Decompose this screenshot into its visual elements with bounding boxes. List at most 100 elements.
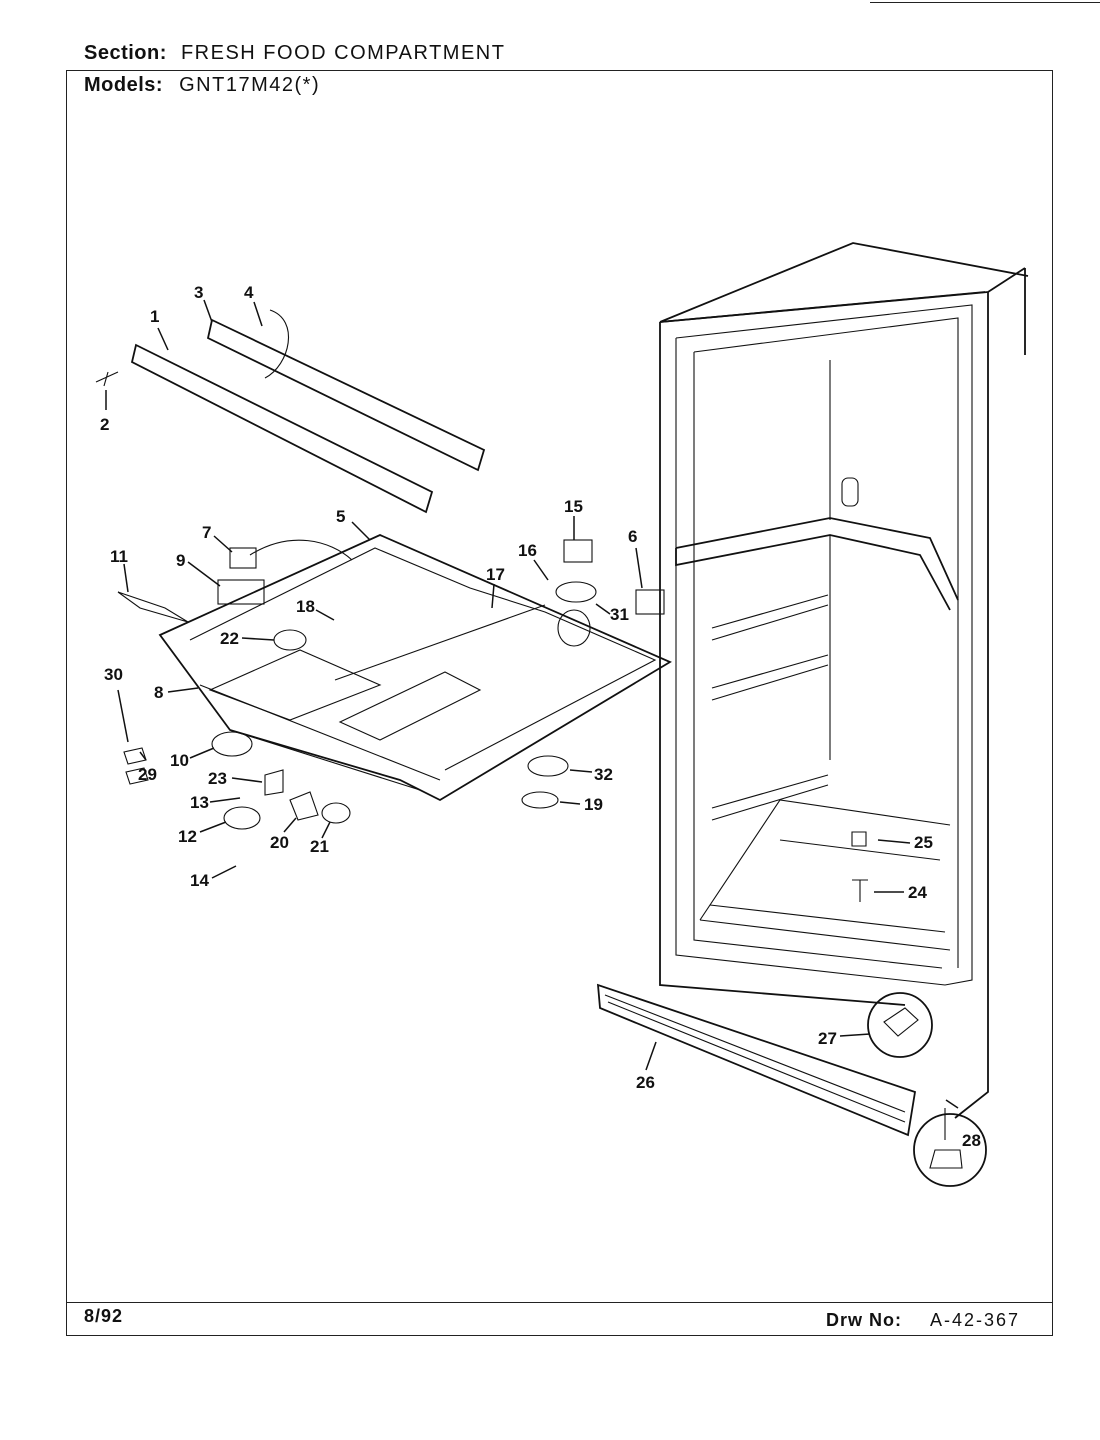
part-10-shape <box>211 731 253 757</box>
part-21-shape <box>321 802 351 824</box>
footer-drawing-number: Drw No: A-42-367 <box>826 1310 1020 1331</box>
leader-5 <box>351 521 371 541</box>
leader-31 <box>595 603 611 615</box>
callout-27: 27 <box>818 1029 837 1048</box>
cabinet-front-frame <box>659 291 986 1006</box>
callout-16: 16 <box>518 541 537 560</box>
wire-4 <box>264 309 290 379</box>
callout-23: 23 <box>208 769 227 788</box>
tray-inner <box>189 547 657 771</box>
leveler-detail-circle <box>913 1113 987 1187</box>
cabinet-front-frame-inner <box>675 304 973 986</box>
cover-tray-drawing <box>117 534 868 902</box>
leader-9 <box>187 561 221 587</box>
leader-16 <box>533 559 549 581</box>
part-29-shape <box>125 767 149 785</box>
leader-20 <box>283 817 297 833</box>
callout-8: 8 <box>154 683 163 702</box>
wire-7 <box>249 539 353 561</box>
callout-7: 7 <box>202 523 211 542</box>
clip-detail <box>883 1007 919 1037</box>
leader-11 <box>123 563 129 593</box>
leader-1 <box>157 327 169 351</box>
leader-32 <box>569 769 593 773</box>
drawing-label: Drw No: <box>826 1310 902 1330</box>
leader-3 <box>203 299 213 323</box>
shelf-rail-2 <box>711 654 829 701</box>
leveler-detail <box>929 1108 963 1169</box>
part-31-base <box>557 609 591 647</box>
shelf-rail-3 <box>711 774 829 821</box>
leader-4 <box>253 301 263 327</box>
leader-22 <box>241 637 275 641</box>
section-label: Section: <box>84 42 167 64</box>
leader-10 <box>189 747 215 759</box>
callout-24: 24 <box>908 883 927 902</box>
leader-17 <box>491 583 495 609</box>
housing-left <box>208 649 382 721</box>
part-20-shape <box>289 791 319 821</box>
toe-grille <box>596 983 917 1137</box>
callout-6: 6 <box>628 527 637 546</box>
part-9-shape <box>217 579 265 605</box>
models-label: Models: <box>84 74 164 96</box>
callout-5: 5 <box>336 507 345 526</box>
leader-26 <box>645 1041 657 1071</box>
leader-13 <box>209 797 241 803</box>
section-title: FRESH FOOD COMPARTMENT <box>180 42 506 64</box>
callout-28: 28 <box>962 1131 981 1150</box>
callout-25: 25 <box>914 833 933 852</box>
shelf-rail-1 <box>711 594 829 641</box>
drawing-frame <box>66 70 1053 1336</box>
callout-31: 31 <box>610 605 629 624</box>
cabinet-drawing <box>659 242 1029 1119</box>
top-rule <box>870 2 1100 3</box>
leader-30 <box>117 689 129 743</box>
callout-4: 4 <box>244 283 254 302</box>
part-12-shape <box>223 806 261 830</box>
callout-22: 22 <box>220 629 239 648</box>
cabinet-outer-edge <box>659 242 1029 1119</box>
toe-grille-drawing <box>596 983 987 1187</box>
callout-labels: 1 2 3 4 5 6 7 8 9 10 11 12 13 14 15 16 1… <box>100 283 981 1150</box>
callout-14: 14 <box>190 871 209 890</box>
part-11-shape <box>117 591 189 623</box>
tray-lower <box>199 684 441 791</box>
callout-21: 21 <box>310 837 329 856</box>
cabinet-divider <box>675 517 959 611</box>
housing-right <box>338 671 482 741</box>
callout-30: 30 <box>104 665 123 684</box>
part-24-shape <box>852 879 868 902</box>
models-value: GNT17M42(*) <box>179 74 321 96</box>
leader-arrows <box>105 299 959 1109</box>
section-heading: Section: FRESH FOOD COMPARTMENT <box>84 42 505 65</box>
leader-12 <box>199 821 227 833</box>
callout-17: 17 <box>486 565 505 584</box>
leader-7 <box>213 535 233 553</box>
part-32-shape <box>527 755 569 777</box>
panels-drawing <box>95 309 486 514</box>
leader-21 <box>321 821 331 839</box>
callout-26: 26 <box>636 1073 655 1092</box>
panel-3 <box>206 318 486 472</box>
leader-6 <box>635 547 643 589</box>
callout-29: 29 <box>138 765 157 784</box>
footer-date: 8/92 <box>84 1306 124 1326</box>
leader-25 <box>877 839 911 844</box>
callout-12: 12 <box>178 827 197 846</box>
screw-2 <box>95 371 119 387</box>
callout-20: 20 <box>270 833 289 852</box>
leader-14 <box>211 865 237 879</box>
leader-28 <box>945 1099 959 1109</box>
callout-3: 3 <box>194 283 203 302</box>
callout-15: 15 <box>564 497 583 516</box>
models-heading: Models: GNT17M42(*) <box>84 74 320 97</box>
clip-detail-circle <box>867 992 933 1058</box>
callout-11: 11 <box>110 547 128 566</box>
leader-27 <box>839 1033 871 1037</box>
part-6-shape <box>635 589 665 615</box>
cabinet-liner <box>693 317 959 969</box>
part-31-shape <box>555 581 597 603</box>
part-23-shape <box>264 769 284 796</box>
